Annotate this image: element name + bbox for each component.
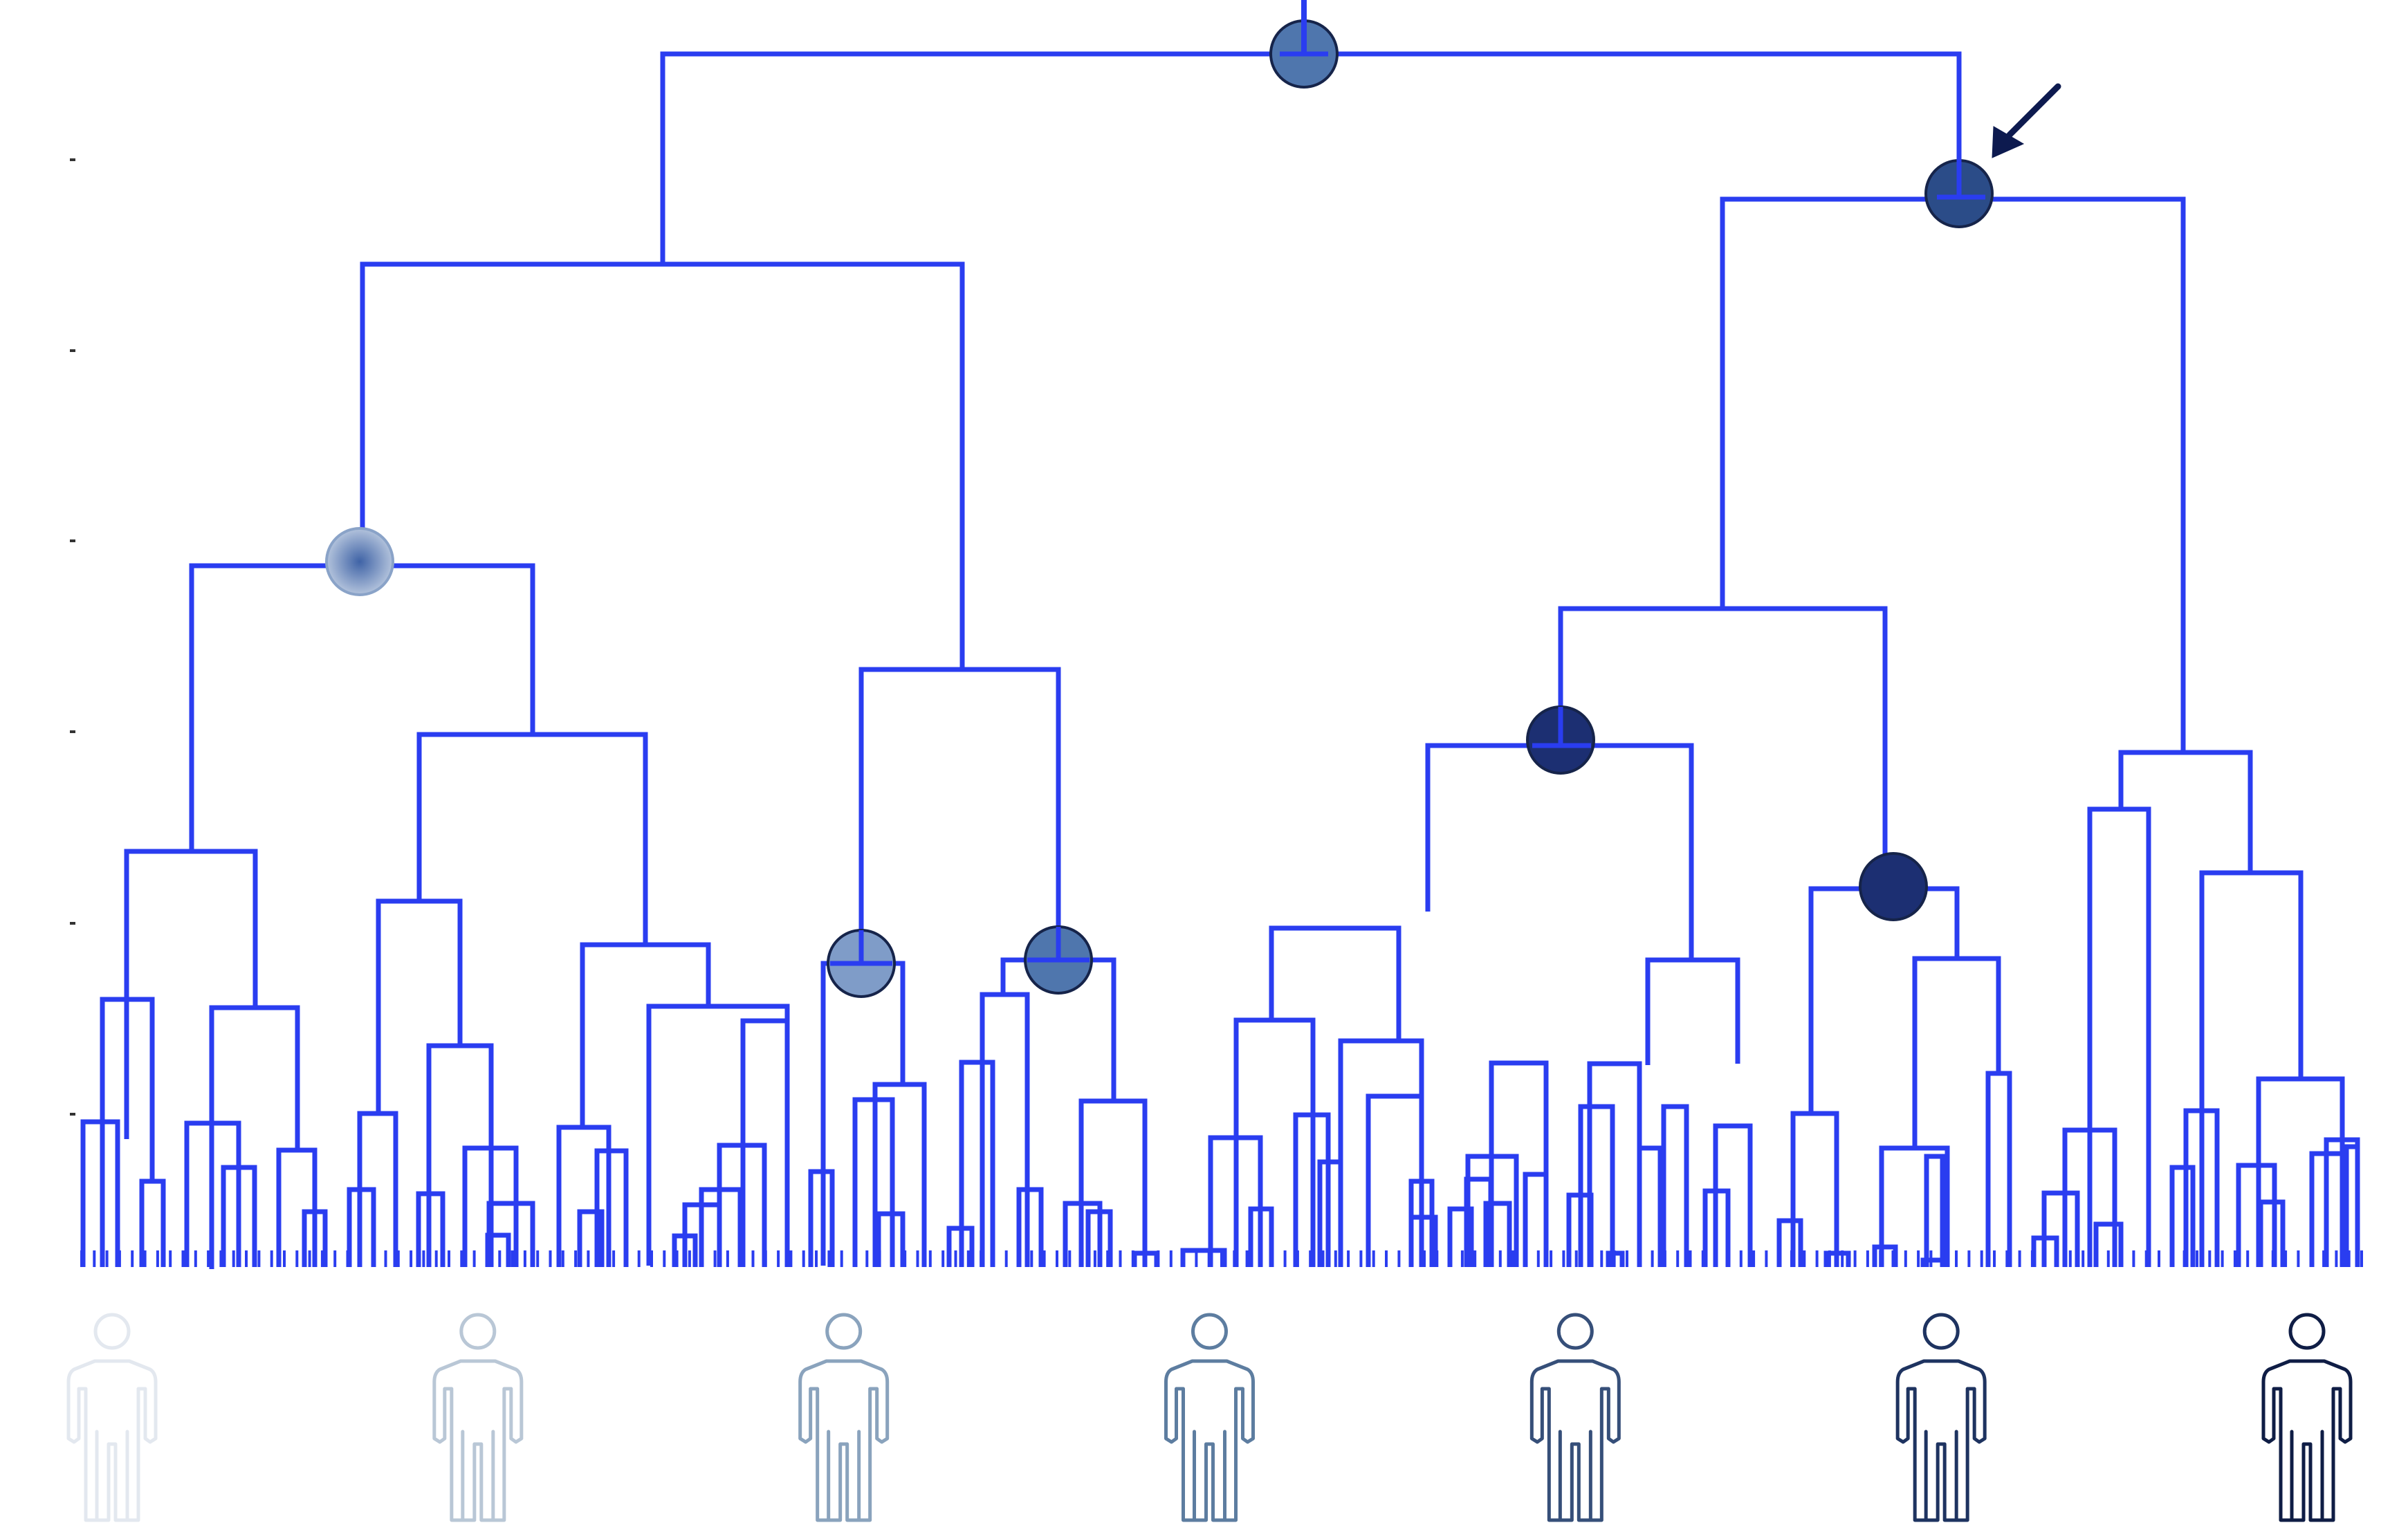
leaf-cluster — [357, 1111, 398, 1267]
leaf-cluster — [1790, 1111, 1839, 1267]
leaf-cluster — [1578, 1104, 1615, 1267]
far-right-b — [2199, 870, 2304, 1267]
mid-left-link — [858, 667, 1061, 963]
leaf-cluster — [959, 1060, 995, 1267]
node-marker-icon — [1924, 159, 1994, 228]
leaf-cluster — [594, 1148, 629, 1267]
leaf-cluster — [1776, 1218, 1803, 1267]
leaf-cluster — [980, 992, 1030, 1267]
leaf-cluster — [577, 1209, 605, 1267]
leaf-cluster — [1879, 1145, 1950, 1267]
leaf-cluster — [139, 1179, 166, 1267]
left-sub-b1 — [376, 898, 463, 1113]
leaf-cluster — [2041, 1190, 2080, 1267]
mid-right-a2 — [1645, 957, 1740, 1065]
leaf-cluster — [1872, 1244, 1898, 1267]
left-sub-a2 — [209, 1005, 300, 1269]
far-right-b1 — [2256, 1076, 2345, 1267]
leaf-cluster — [2183, 1108, 2220, 1267]
leaf-cluster — [221, 1165, 257, 1267]
leaf-cluster — [872, 1082, 927, 1267]
arrow-icon — [1992, 83, 2061, 158]
mid-right-link — [1558, 606, 1888, 889]
left-sub-b2 — [580, 942, 711, 1127]
leaf-cluster — [1713, 1123, 1753, 1267]
mid-right-a-link — [1425, 743, 1694, 960]
leaf-cluster — [426, 1043, 494, 1267]
leaf-cluster — [184, 1120, 241, 1267]
leaf-cluster — [1523, 1172, 1549, 1267]
leaf-cluster — [1408, 1214, 1438, 1267]
left-sub-a1 — [100, 997, 155, 1267]
leaf-cluster — [2258, 1199, 2286, 1267]
person-icon — [2261, 1313, 2353, 1522]
node-marker-icon — [1024, 925, 1093, 995]
far-right-a — [2087, 806, 2151, 1267]
node-markers — [325, 6, 1994, 998]
mid-right-b-link — [1808, 886, 1960, 1113]
left-subcluster-link — [189, 563, 535, 853]
leaf-cluster — [1248, 1206, 1274, 1267]
mid-right-b1 — [1912, 956, 2001, 1148]
person-icon — [1895, 1313, 1987, 1522]
node-marker-icon — [1526, 705, 1595, 775]
leaf-cluster — [1823, 1250, 1851, 1267]
mid-right-a1 — [1269, 925, 1401, 1041]
leaf-cluster — [302, 1209, 328, 1267]
leaf-cluster — [462, 1145, 519, 1267]
node-marker-icon — [1269, 6, 1339, 89]
leaf-cluster — [556, 1125, 612, 1267]
leaf-cluster — [1447, 1206, 1474, 1267]
leaf-cluster — [1637, 1145, 1663, 1267]
left-sub-b3 — [646, 1004, 790, 1266]
leaf-cluster — [276, 1147, 318, 1267]
leaf-cluster — [1078, 1098, 1148, 1267]
dendrogram-tree — [80, 0, 2360, 1269]
person-icon — [798, 1313, 890, 1522]
leaf-cluster — [1180, 1248, 1227, 1267]
axis-ticks — [70, 158, 75, 1116]
leaf-cluster — [1985, 1071, 2012, 1267]
node-marker-icon — [325, 527, 394, 596]
right-branch-link — [1720, 196, 2186, 752]
far-right-link — [2118, 750, 2253, 873]
leaf-cluster — [876, 1211, 906, 1267]
person-icon — [66, 1313, 158, 1522]
node-marker-icon — [1859, 852, 1928, 921]
leaf-cluster — [1924, 1154, 1945, 1267]
leaf-cluster — [808, 1169, 835, 1267]
leaf-cluster — [2093, 1221, 2124, 1267]
leaf-cluster — [1085, 1209, 1113, 1267]
leaf-cluster — [2344, 1144, 2360, 1267]
leaf-cluster — [1293, 1112, 1331, 1267]
leaf-cluster — [1920, 1257, 1950, 1267]
leaf-stubs — [80, 1250, 2363, 1267]
person-icon — [432, 1313, 524, 1522]
leaf-cluster — [80, 1119, 120, 1267]
leaf-cluster — [2169, 1165, 2196, 1267]
leaf-cluster — [740, 1018, 790, 1267]
left-branch-link — [360, 261, 965, 669]
person-icon — [1529, 1313, 1621, 1522]
leaf-cluster — [1016, 1187, 1044, 1267]
leaf-cluster — [1489, 1060, 1549, 1267]
leaf-cluster — [1233, 1017, 1316, 1267]
leaf-cluster — [1661, 1104, 1689, 1267]
leaf-cluster — [1483, 1201, 1512, 1267]
leaf-cluster — [2062, 1127, 2117, 1267]
person-icon — [1164, 1313, 1255, 1522]
left-sub-a — [124, 849, 258, 1139]
people-row — [66, 1313, 2353, 1522]
node-marker-icon — [827, 929, 896, 998]
left-sub-b — [416, 732, 648, 945]
leaf-cluster — [2236, 1163, 2277, 1267]
